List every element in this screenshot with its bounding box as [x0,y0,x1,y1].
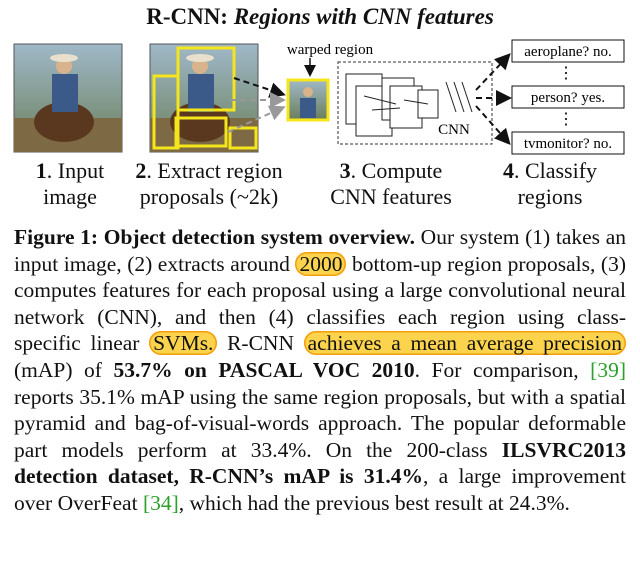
arrow [475,105,511,145]
figure-title: R-CNN: Regions with CNN features [0,4,640,30]
ellipsis: ⋮ [558,111,574,128]
warped-region-image [286,78,330,122]
proposal-box [174,116,228,148]
title-suffix: Regions with CNN features [233,4,494,29]
warped-region-label: warped region [287,42,374,58]
output-tvmonitor: tvmonitor? no. [524,136,612,152]
title-prefix: R-CNN: [146,4,228,29]
figure-caption: Figure 1: Object detection system overvi… [14,225,626,515]
output-box [511,85,625,109]
highlight: SVMs. [149,331,218,356]
step-3: 3. Compute CNN features [330,158,452,209]
highlight: 2000 [295,251,347,276]
arrow [233,77,286,98]
ellipsis: ⋮ [558,65,574,82]
cnn-block [337,61,493,145]
proposal-box [228,126,258,150]
proposals-image [149,43,259,153]
step-4: 4. Classify regions [502,158,598,209]
highlight: achieves a mean average precision [303,331,626,356]
cnn-label: CNN [438,122,470,138]
output-aeroplane: aeroplane? no. [524,44,611,60]
step-2: 2. Extract region proposals (~2k) [135,158,283,209]
citation-link[interactable]: [39] [590,357,626,382]
proposal-box [152,74,180,150]
citation-link[interactable]: [34] [142,490,179,515]
input-image [13,43,123,153]
output-box [511,39,625,63]
output-person: person? yes. [531,90,605,106]
pipeline-diagram: warped region CNN aeroplane? no. ⋮ perso… [13,39,625,155]
output-box [511,131,625,155]
caption-label: Figure 1: Object detection system overvi… [14,225,416,249]
arrow [475,53,511,91]
step-1: 1. Input image [35,158,105,209]
